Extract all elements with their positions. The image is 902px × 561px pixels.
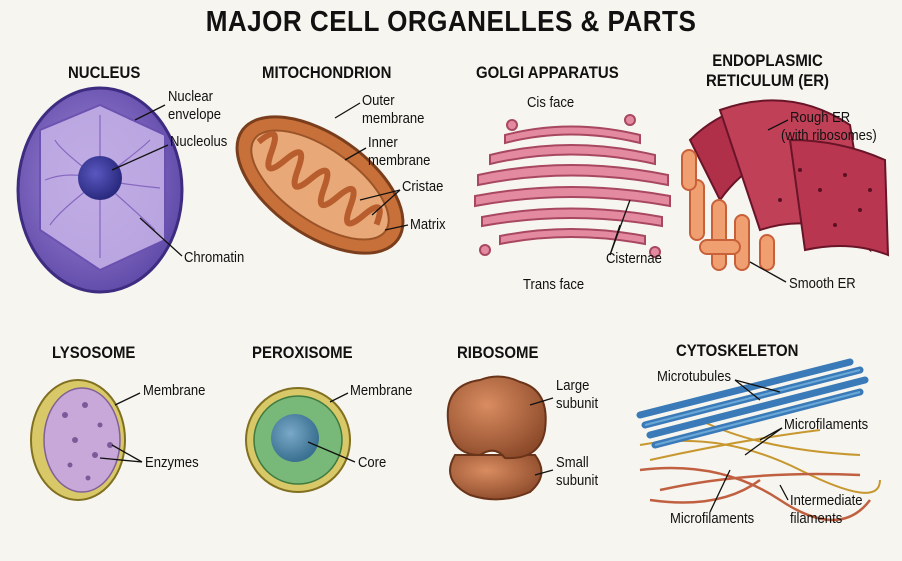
- label-line: Outer: [362, 93, 395, 109]
- peroxisome-membrane-label: Membrane: [350, 383, 413, 399]
- heading-line: ENDOPLASMIC: [712, 51, 823, 70]
- small-subunit-label: Small subunit: [556, 454, 598, 490]
- label-line: Large: [556, 378, 590, 394]
- nucleolus-label: Nucleolus: [170, 134, 228, 150]
- page-title: MAJOR CELL ORGANELLES & PARTS: [205, 6, 697, 38]
- ribosome-heading: RIBOSOME: [457, 343, 539, 362]
- chromatin-label: Chromatin: [184, 250, 245, 266]
- nuclear-envelope-label: Nuclear envelope: [168, 88, 221, 124]
- label-line: (with ribosomes): [781, 128, 877, 144]
- nucleus-drawing: [16, 86, 184, 294]
- lysosome-heading: LYSOSOME: [52, 343, 136, 362]
- ribosome-drawing: [446, 375, 547, 501]
- er-drawing: [681, 99, 890, 271]
- cytoskeleton-heading: CYTOSKELETON: [676, 341, 799, 360]
- trans-face-label: Trans face: [523, 277, 585, 293]
- label-line: Nuclear: [168, 89, 213, 105]
- nucleus-heading: NUCLEUS: [68, 63, 141, 82]
- golgi-drawing: [474, 114, 671, 258]
- label-line: Inner: [368, 135, 398, 151]
- heading-line: RETICULUM (ER): [706, 71, 829, 90]
- label-line: membrane: [368, 153, 431, 169]
- mitochondrion-heading: MITOCHONDRION: [262, 63, 392, 82]
- microfilaments-label-upper: Microfilaments: [784, 417, 869, 433]
- inner-membrane-label: Inner membrane: [368, 134, 430, 170]
- label-line: membrane: [362, 111, 425, 127]
- enzymes-label: Enzymes: [145, 455, 199, 471]
- golgi-heading: GOLGI APPARATUS: [476, 63, 619, 82]
- label-line: subunit: [556, 396, 599, 412]
- label-line: Intermediate: [790, 493, 863, 509]
- label-line: filaments: [790, 511, 843, 527]
- smooth-er-label: Smooth ER: [789, 276, 856, 292]
- peroxisome-heading: PEROXISOME: [252, 343, 353, 362]
- label-line: subunit: [556, 473, 599, 489]
- label-line: envelope: [168, 107, 221, 123]
- cisternae-label: Cisternae: [606, 251, 662, 267]
- label-line: Rough ER: [790, 110, 851, 126]
- peroxisome-drawing: [245, 387, 351, 493]
- microtubules-label: Microtubules: [657, 369, 731, 385]
- lysosome-membrane-label: Membrane: [143, 383, 206, 399]
- matrix-label: Matrix: [410, 217, 446, 233]
- rough-er-label: Rough ER (with ribosomes): [781, 109, 877, 145]
- intermediate-filaments-label: Intermediate filaments: [790, 492, 863, 528]
- outer-membrane-label: Outer membrane: [362, 92, 424, 128]
- core-label: Core: [358, 455, 387, 471]
- cis-face-label: Cis face: [527, 95, 575, 111]
- lysosome-drawing: [30, 379, 126, 501]
- large-subunit-label: Large subunit: [556, 377, 598, 413]
- label-line: Small: [556, 455, 589, 471]
- mitochondrion-drawing: [235, 115, 405, 255]
- microfilaments-label-lower: Microfilaments: [670, 511, 755, 527]
- cristae-label: Cristae: [402, 179, 444, 195]
